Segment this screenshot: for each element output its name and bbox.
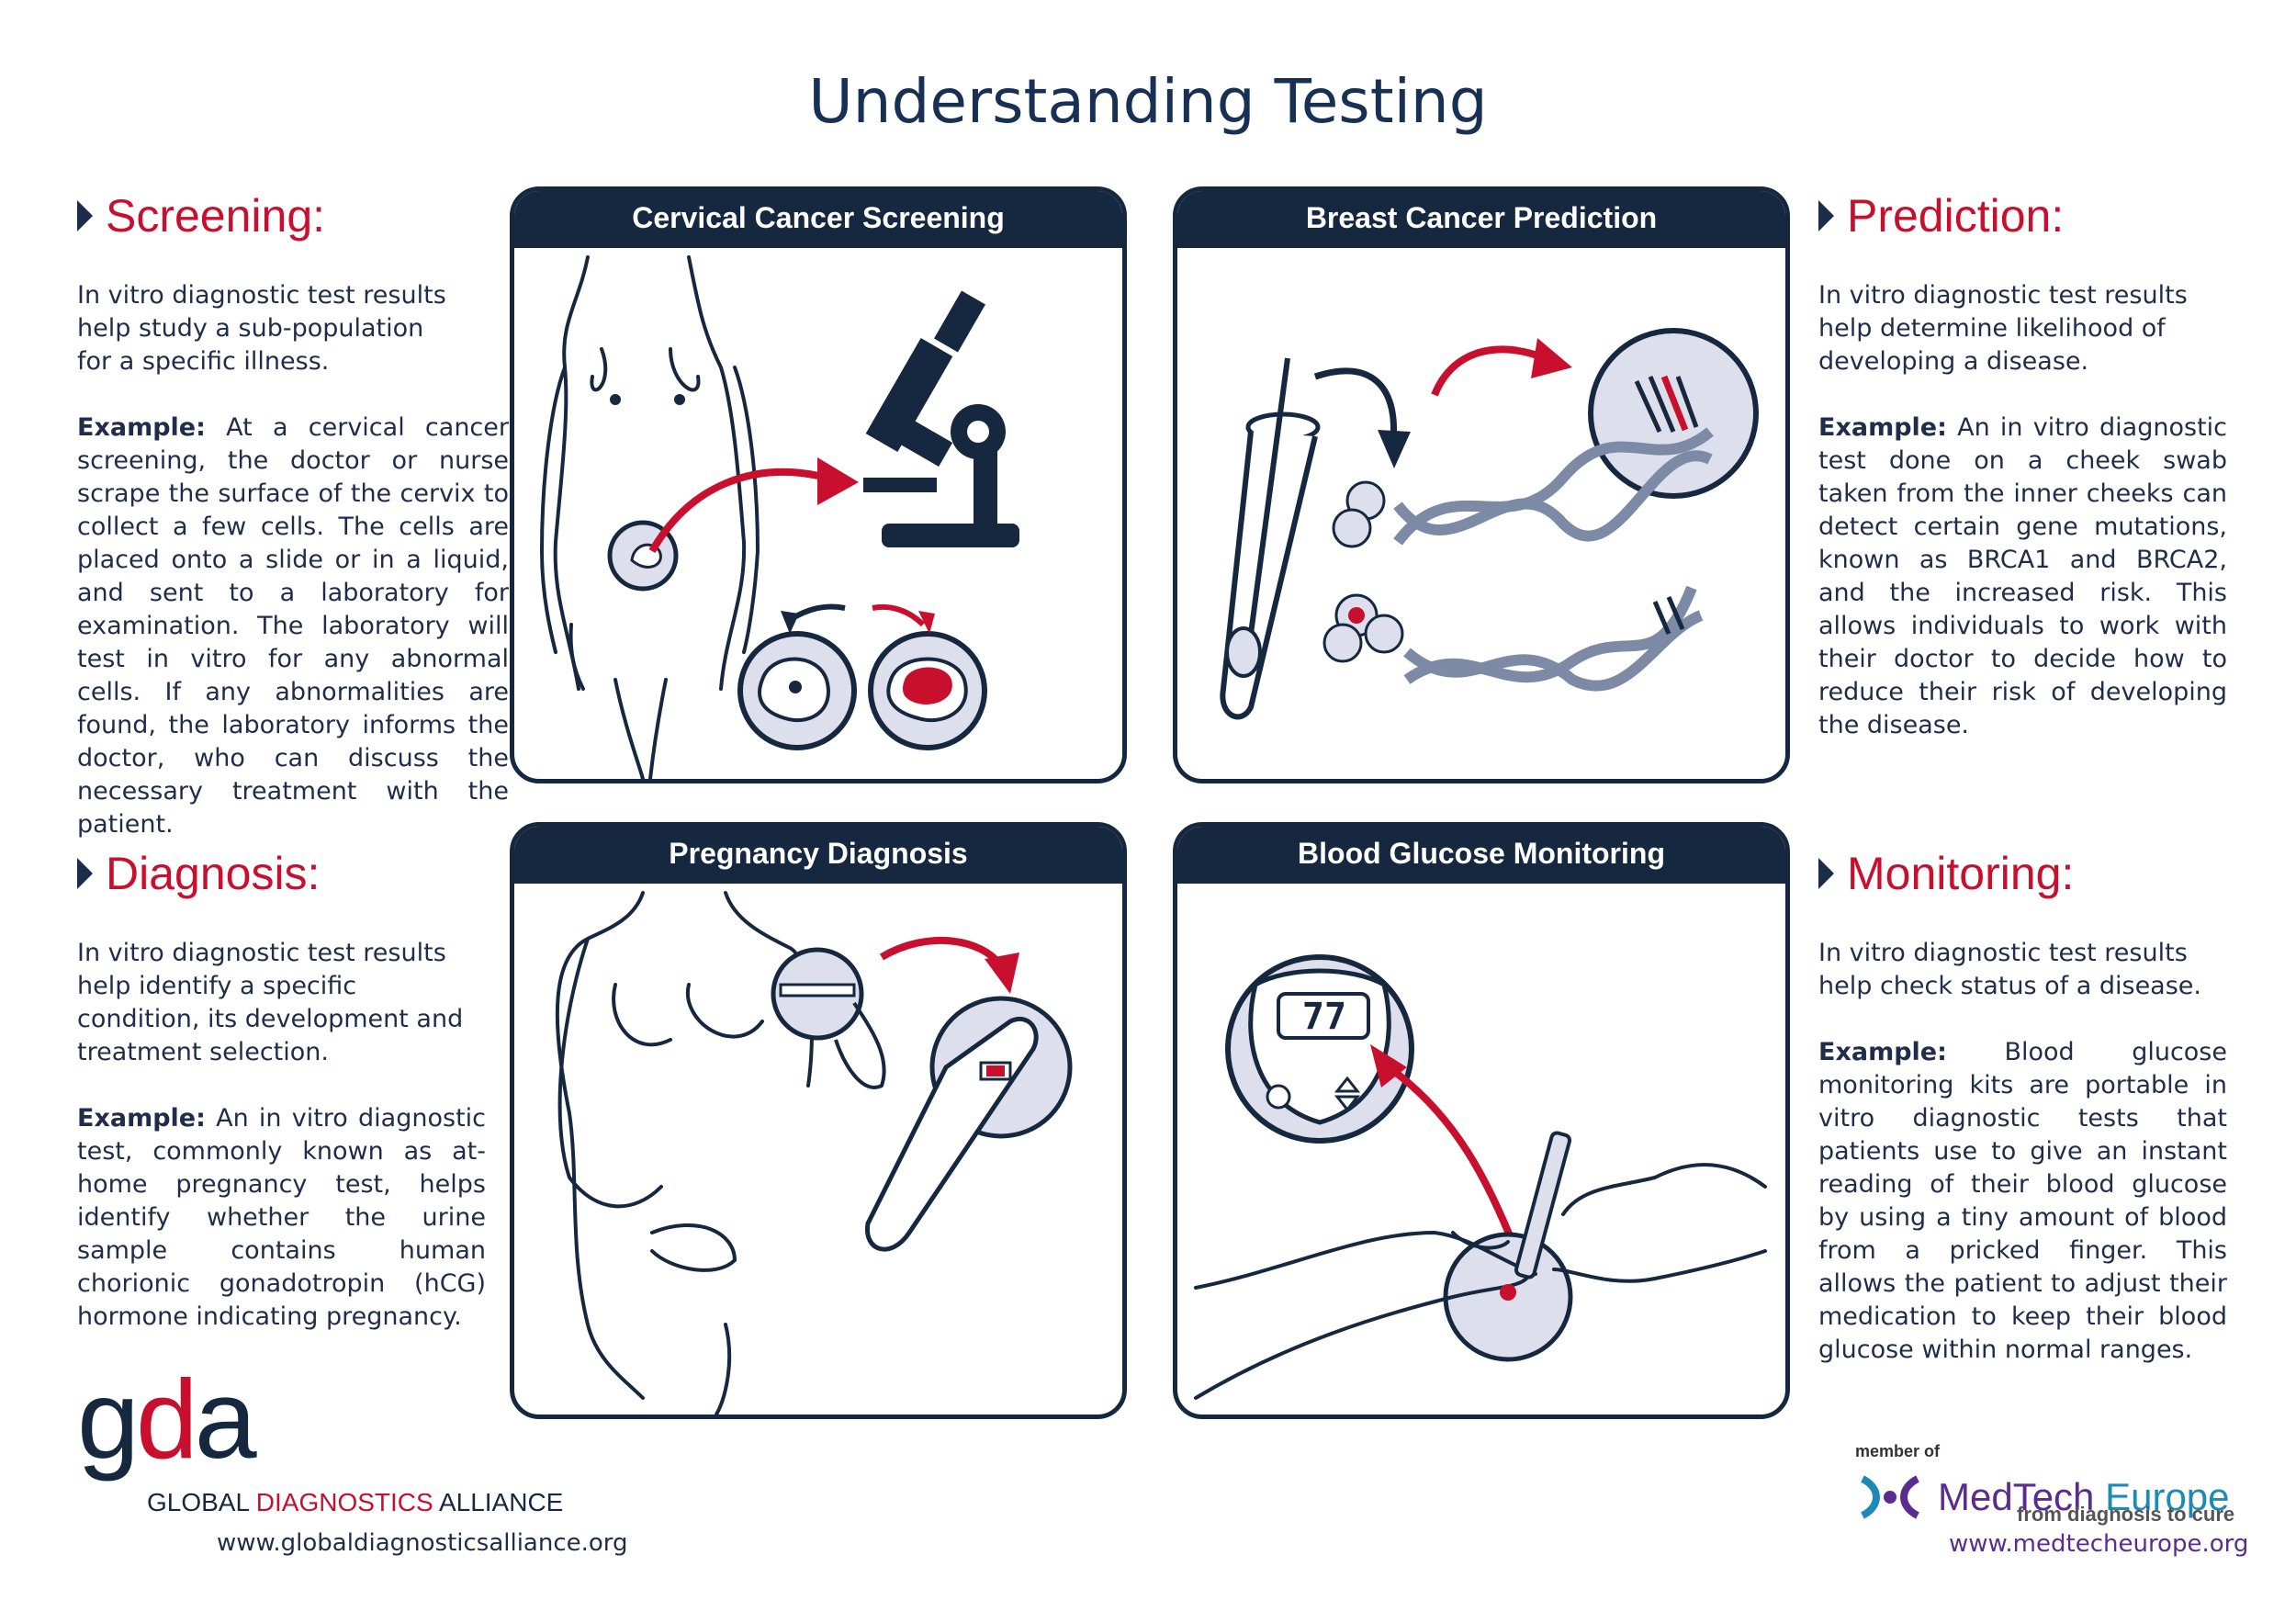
section-screening: Screening: In vitro diagnostic test resu… <box>77 189 509 841</box>
glucose-illustration: 77 <box>1194 954 1767 1400</box>
cervical-screening-illustration <box>539 255 1019 779</box>
gda-url-link[interactable]: www.globaldiagnosticsalliance.org <box>217 1529 628 1557</box>
page-title: Understanding Testing <box>808 66 1488 137</box>
panel-pregnancy-diagnosis: Pregnancy Diagnosis <box>510 822 1127 1419</box>
section-heading: Diagnosis: <box>106 848 321 899</box>
medtech-mark-icon <box>1860 1475 1920 1519</box>
section-example: Example: An in vitro diagnostic test, co… <box>77 1104 486 1331</box>
section-heading: Screening: <box>106 190 326 242</box>
section-example: Example: Blood glucose monitoring kits a… <box>1818 1038 2227 1364</box>
section-example: Example: At a cervical cancer screening,… <box>77 413 509 839</box>
section-description: In vitro diagnostic test results help de… <box>1818 281 2188 376</box>
breast-cancer-illustration <box>1220 328 1759 720</box>
medtech-url-link[interactable]: www.medtecheurope.org <box>1949 1530 2249 1558</box>
section-description: In vitro diagnostic test results help id… <box>77 939 464 1066</box>
panel-breast-cancer-prediction: Breast Cancer Prediction <box>1173 186 1790 783</box>
section-prediction: Prediction: In vitro diagnostic test res… <box>1818 189 2227 742</box>
gda-name: GLOBAL DIAGNOSTICS ALLIANCE <box>147 1488 564 1516</box>
member-of-label: member of <box>1855 1442 1941 1460</box>
panel-title: Cervical Cancer Screening <box>514 191 1122 248</box>
panel-title: Blood Glucose Monitoring <box>1177 827 1785 884</box>
panel-title: Pregnancy Diagnosis <box>514 827 1122 884</box>
section-monitoring: Monitoring: In vitro diagnostic test res… <box>1818 847 2227 1367</box>
section-description: In vitro diagnostic test results help ch… <box>1818 939 2201 1000</box>
medtech-tagline: from diagnosis to cure <box>2017 1503 2235 1526</box>
triangle-bullet-icon <box>1818 858 1834 889</box>
panel-title: Breast Cancer Prediction <box>1177 191 1785 248</box>
medtech-logo: MedTech Europe <box>1853 1470 2230 1525</box>
panel-blood-glucose-monitoring: Blood Glucose Monitoring 77 <box>1173 822 1790 1419</box>
section-diagnosis: Diagnosis: In vitro diagnostic test resu… <box>77 847 509 1334</box>
panel-cervical-screening: Cervical Cancer Screening <box>510 186 1127 783</box>
triangle-bullet-icon <box>1818 200 1834 231</box>
glucose-reading: 77 <box>1302 996 1346 1038</box>
section-example: Example: An in vitro diagnostic test don… <box>1818 413 2227 739</box>
pregnancy-illustration <box>555 891 1073 1414</box>
triangle-bullet-icon <box>77 858 93 889</box>
triangle-bullet-icon <box>77 200 93 231</box>
section-description: In vitro diagnostic test results help st… <box>77 281 446 376</box>
section-heading: Prediction: <box>1847 190 2065 242</box>
gda-logo: gda <box>77 1357 257 1482</box>
section-heading: Monitoring: <box>1847 848 2075 899</box>
